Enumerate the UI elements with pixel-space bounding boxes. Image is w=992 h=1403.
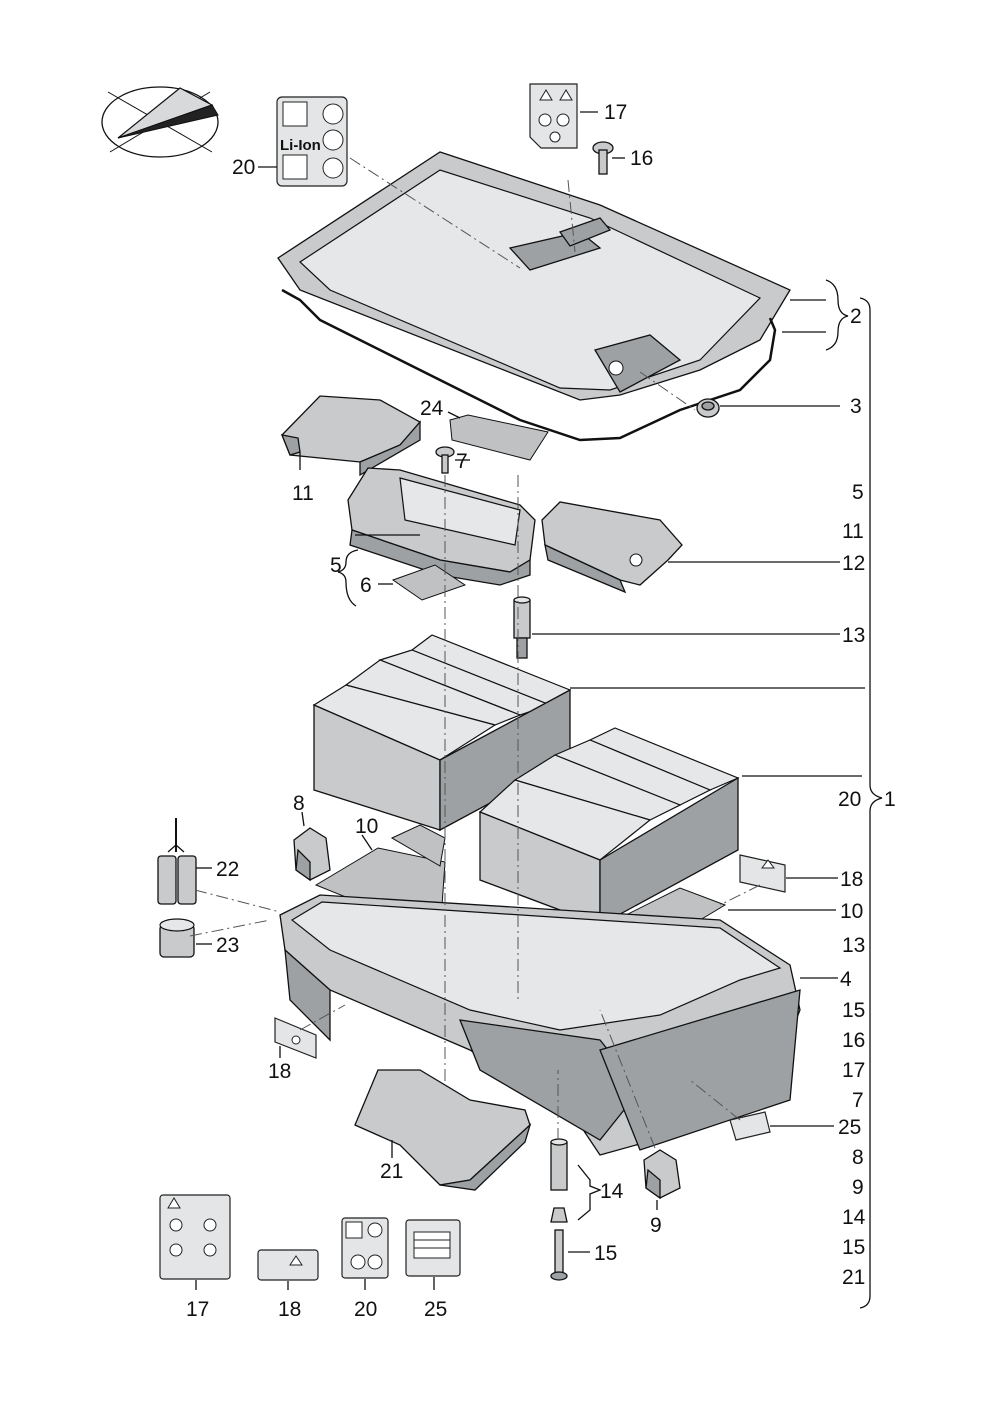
right-list-item: 15	[842, 999, 865, 1022]
orientation-compass-icon	[101, 86, 219, 158]
plug-3	[696, 398, 720, 418]
callout-20-brace: 20	[838, 788, 861, 811]
callout-1: 1	[884, 788, 896, 811]
li-ion-label-card: Li-Ion	[276, 96, 348, 187]
callout-11: 11	[292, 482, 314, 505]
right-list-item: 7	[852, 1089, 864, 1112]
callout-16: 16	[630, 147, 653, 170]
callout-10-right: 10	[840, 900, 863, 923]
right-list-item: 14	[842, 1206, 866, 1229]
screw-16	[592, 141, 614, 175]
mesh-pad-6	[391, 564, 467, 601]
mesh-pad-24	[449, 414, 549, 461]
label-25-mid	[729, 1111, 771, 1141]
callout-15: 15	[594, 1242, 617, 1265]
li-ion-text: Li-Ion	[280, 137, 321, 154]
callout-21: 21	[380, 1160, 403, 1183]
right-list-item: 17	[842, 1059, 865, 1082]
callout-18-bottom: 18	[278, 1298, 301, 1321]
callout-5-left: 5	[330, 554, 342, 577]
sealant-cartridge-22	[157, 818, 197, 905]
label-card-20-bottom	[341, 1217, 389, 1279]
callout-24: 24	[420, 397, 444, 420]
callout-22: 22	[216, 858, 239, 881]
label-18-mid	[739, 854, 786, 893]
label-18-left	[274, 1017, 317, 1059]
cover-21	[354, 1069, 532, 1191]
right-list-item: 13	[842, 934, 865, 957]
right-list-item: 11	[842, 520, 864, 543]
callout-10-left: 10	[355, 815, 378, 838]
warning-label-card-top	[529, 83, 578, 149]
bolt-15	[550, 1229, 568, 1281]
bracket-9	[643, 1149, 681, 1200]
callout-14: 14	[600, 1180, 624, 1203]
cover-11	[280, 395, 422, 477]
container-23	[159, 918, 195, 958]
callout-17-top: 17	[604, 101, 627, 124]
right-list-item: 9	[852, 1176, 864, 1199]
callout-2: 2	[850, 305, 862, 328]
right-list-item: 5	[852, 481, 864, 504]
callout-25-right: 25	[838, 1116, 861, 1139]
assembly-brace	[859, 297, 883, 1309]
callout-13: 13	[842, 624, 865, 647]
right-column-list: 5 11 13 15 16 17 7 8 9 14 15 21	[842, 481, 866, 1289]
battery-tray-4	[279, 894, 801, 1156]
battery-modules-left	[312, 634, 572, 832]
callout-12: 12	[842, 552, 865, 575]
callout-4: 4	[840, 968, 852, 991]
bracket-8	[293, 827, 331, 882]
callout-8: 8	[293, 792, 305, 815]
label-card-18-bottom	[257, 1249, 319, 1281]
right-list-item: 15	[842, 1236, 865, 1259]
screw-7	[435, 446, 455, 474]
battery-top-cover	[277, 151, 791, 401]
battery-control-module-5	[347, 467, 536, 586]
callout-3: 3	[850, 395, 862, 418]
label-card-17-bottom	[159, 1194, 231, 1280]
right-list-item: 21	[842, 1266, 865, 1289]
spacer-bolt-13	[513, 596, 531, 659]
label-card-25-bottom	[405, 1219, 461, 1277]
callout-18-mid: 18	[840, 868, 863, 891]
callout-18-left: 18	[268, 1060, 291, 1083]
callout-6: 6	[360, 574, 372, 597]
battery-modules-right	[478, 727, 740, 927]
callout-17-bottom: 17	[186, 1298, 209, 1321]
seal-gasket	[281, 288, 777, 442]
callout-23: 23	[216, 934, 239, 957]
right-list-item: 16	[842, 1029, 865, 1052]
right-list-item: 8	[852, 1146, 864, 1169]
callout-25-bottom: 25	[424, 1298, 447, 1321]
callout-9: 9	[650, 1214, 662, 1237]
callout-20-top: 20	[232, 156, 255, 179]
callout-20-bottom: 20	[354, 1298, 377, 1321]
cover-12	[541, 501, 683, 594]
callout-7: 7	[456, 450, 468, 473]
sleeve-14	[550, 1138, 568, 1223]
